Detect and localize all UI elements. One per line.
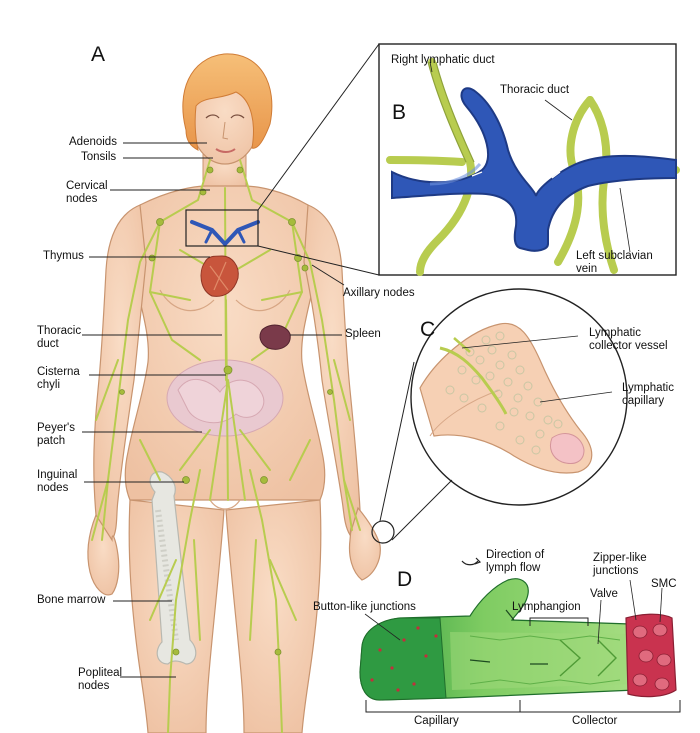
panel-label-d: D — [397, 568, 413, 591]
label-right-lymphatic-duct: Right lymphatic duct — [391, 54, 495, 66]
panel-c-inset — [410, 288, 628, 506]
panel-a-leader-lines — [82, 142, 345, 678]
label-capillary: Capillary — [414, 715, 459, 727]
panel-label-a: A — [91, 43, 106, 66]
label-lymphangion: Lymphangion — [512, 601, 581, 613]
label-thoracic-duct: Thoracic duct — [37, 325, 82, 350]
label-axillary-nodes: Axillary nodes — [343, 287, 415, 299]
label-cisterna-chyli: Cisterna chyli — [37, 366, 80, 391]
thymus-organ — [200, 255, 239, 297]
inset-b-connectors — [257, 43, 380, 276]
lymph-nodes — [119, 166, 333, 656]
inset-b-marker — [185, 209, 259, 247]
inset-c-connectors — [379, 361, 453, 541]
label-peyers-patch: Peyer's patch — [37, 422, 75, 447]
label-spleen: Spleen — [345, 328, 381, 340]
female-body-outline — [87, 53, 381, 733]
label-button-like-junctions: Button-like junctions — [313, 601, 416, 613]
label-adenoids: Adenoids — [69, 136, 117, 148]
subclavian-veins-small — [190, 220, 260, 247]
spleen-organ — [259, 324, 291, 350]
label-zipper-like-junctions: Zipper-like junctions — [593, 552, 647, 577]
panel-d-vessel — [359, 557, 681, 713]
label-left-subclavian-vein: Left subclavian vein — [576, 250, 653, 275]
label-thoracic-duct-inset: Thoracic duct — [500, 84, 570, 96]
panel-label-b: B — [392, 101, 407, 124]
label-smc: SMC — [651, 578, 677, 590]
inset-c-marker — [371, 520, 395, 544]
label-tonsils: Tonsils — [81, 151, 117, 163]
label-cervical-nodes: Cervical nodes — [66, 180, 108, 205]
panel-label-c: C — [420, 318, 436, 341]
label-thymus: Thymus — [43, 250, 84, 262]
label-popliteal-nodes: Popliteal nodes — [78, 667, 123, 692]
label-collector: Collector — [572, 715, 618, 727]
label-direction-of-lymph-flow: Direction of lymph flow — [486, 549, 545, 574]
label-bone-marrow: Bone marrow — [37, 594, 106, 606]
label-lymphatic-capillary: Lymphatic capillary — [622, 382, 674, 407]
label-valve: Valve — [590, 588, 618, 600]
label-lymphatic-collector-vessel: Lymphatic collector vessel — [589, 327, 668, 352]
label-inguinal-nodes: Inguinal nodes — [37, 469, 78, 494]
lymphatic-vessel-network — [91, 159, 361, 733]
panel-b-inset — [378, 43, 680, 276]
